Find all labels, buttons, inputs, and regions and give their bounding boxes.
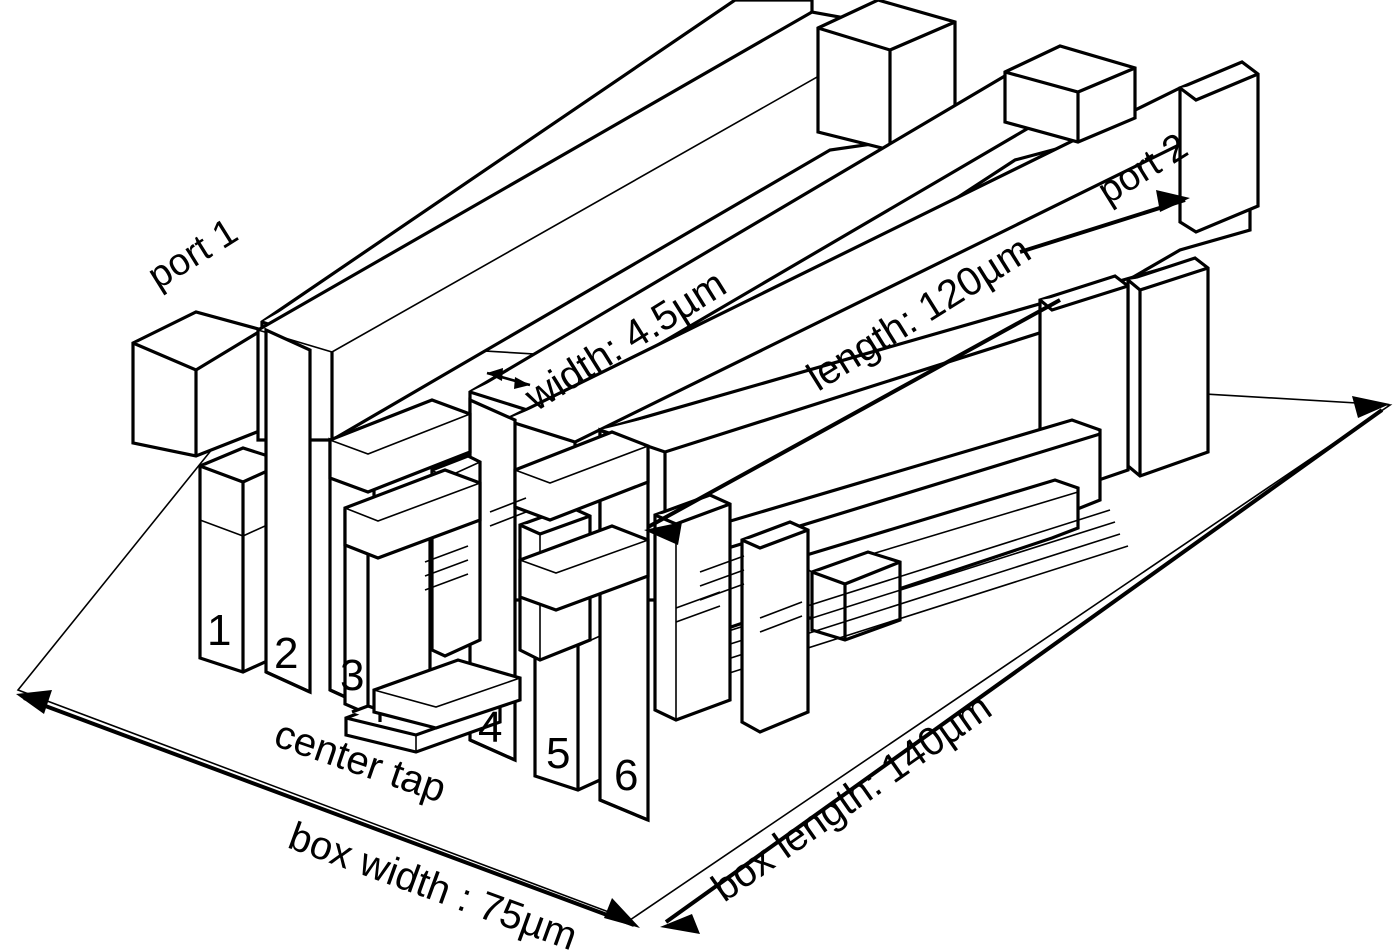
center-tap-connector-beam <box>372 658 522 730</box>
box-width-dimension-arrow <box>16 690 640 928</box>
hatch-strip-details <box>424 497 803 633</box>
port2-bar-raised-block <box>1003 44 1137 144</box>
pin-label-1: 1 <box>207 606 231 655</box>
pin-label-3: 3 <box>340 651 364 700</box>
label-port-1: port 1 <box>141 211 246 298</box>
port2-end-cap-block <box>1178 60 1260 234</box>
pin-label-4: 4 <box>478 703 502 752</box>
pin-label-6: 6 <box>614 751 638 800</box>
width-dimension-arrow <box>486 368 531 389</box>
box-length-dimension-arrow <box>660 396 1390 934</box>
pin-label-5: 5 <box>546 729 570 778</box>
right-vertical-plate <box>1126 256 1210 478</box>
inner-small-block-a <box>810 550 902 642</box>
pin-label-2: 2 <box>274 629 298 678</box>
pin-column-2 <box>264 327 312 695</box>
port2-arrow <box>1019 190 1190 254</box>
port1-lead-bar <box>131 310 264 458</box>
length-dimension-arrow <box>644 298 1061 545</box>
cross-beam-set <box>328 398 650 612</box>
